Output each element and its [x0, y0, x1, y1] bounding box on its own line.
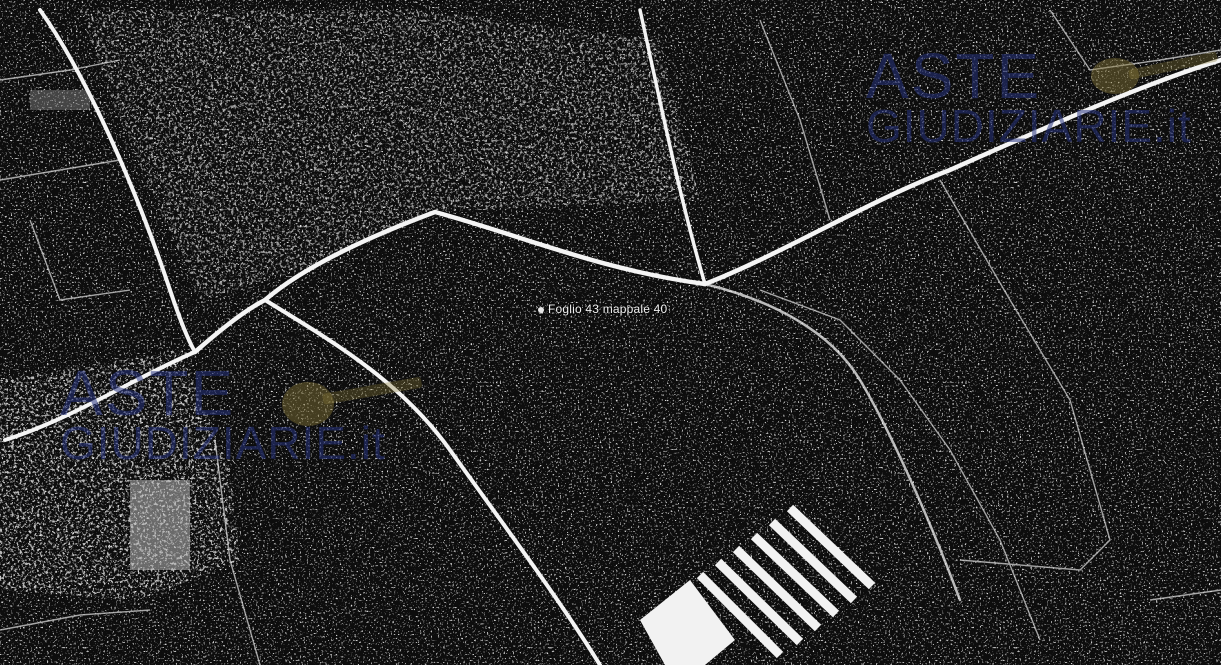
parcel-marker-icon[interactable] — [538, 307, 544, 313]
greenhouse-structures — [640, 504, 876, 665]
parcel-label[interactable]: Foglio 43 mappale 40 — [548, 302, 668, 316]
